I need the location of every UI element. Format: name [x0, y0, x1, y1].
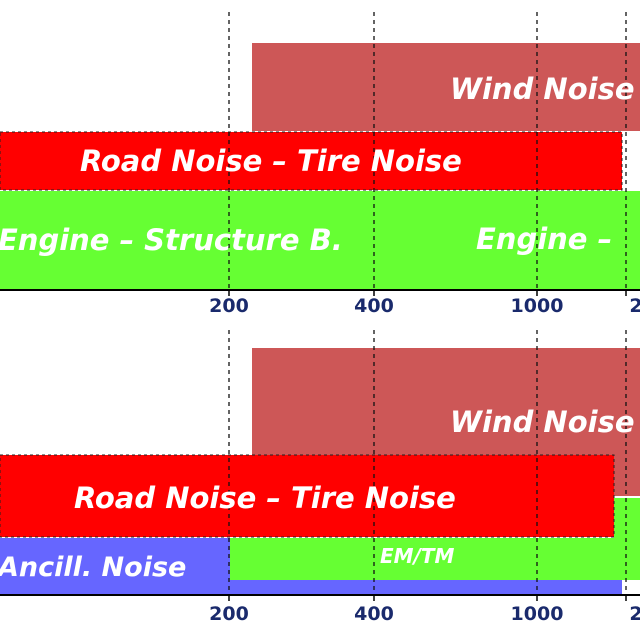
- bottom-panel-em-tm-strip: [614, 498, 640, 538]
- bottom-panel-band-2: [0, 538, 230, 594]
- bottom-panel-band-label-0: Wind Noise: [450, 405, 635, 439]
- top-panel-tick-label-0: 200: [209, 295, 249, 317]
- bottom-panel-band-label-3: EM/TM: [380, 544, 455, 568]
- top-panel-band-label-2: Engine – Structure B.: [0, 223, 343, 257]
- bottom-panel-tick-label-0: 200: [209, 603, 249, 625]
- top-panel-tick-label-2: 1000: [511, 295, 564, 317]
- top-panel-band-2: [0, 191, 640, 289]
- bottom-panel-band-1: [0, 455, 614, 537]
- top-panel-band-label-1: Road Noise – Tire Noise: [80, 144, 462, 178]
- bottom-panel-tick-label-1: 400: [354, 603, 394, 625]
- top-panel-tick-label-3: 2: [629, 295, 640, 317]
- bottom-panel-band-label-2: Ancill. Noise: [0, 552, 186, 583]
- top-panel-band-label-0: Wind Noise: [450, 72, 635, 106]
- bottom-panel-band-1-outline: [0, 454, 615, 538]
- bottom-panel-band-3: [230, 538, 640, 580]
- top-panel-band-1: [0, 132, 622, 190]
- bottom-panel-ancill-strip: [230, 580, 622, 595]
- top-panel-band-label-3: Engine –: [476, 222, 612, 256]
- bottom-panel-band-label-1: Road Noise – Tire Noise: [74, 481, 456, 515]
- bottom-panel-tick-label-3: 2: [629, 603, 640, 625]
- top-panel-tick-label-1: 400: [354, 295, 394, 317]
- top-panel-band-1-outline: [0, 131, 623, 191]
- top-panel-band-0: [252, 43, 640, 131]
- bottom-panel-tick-label-2: 1000: [511, 603, 564, 625]
